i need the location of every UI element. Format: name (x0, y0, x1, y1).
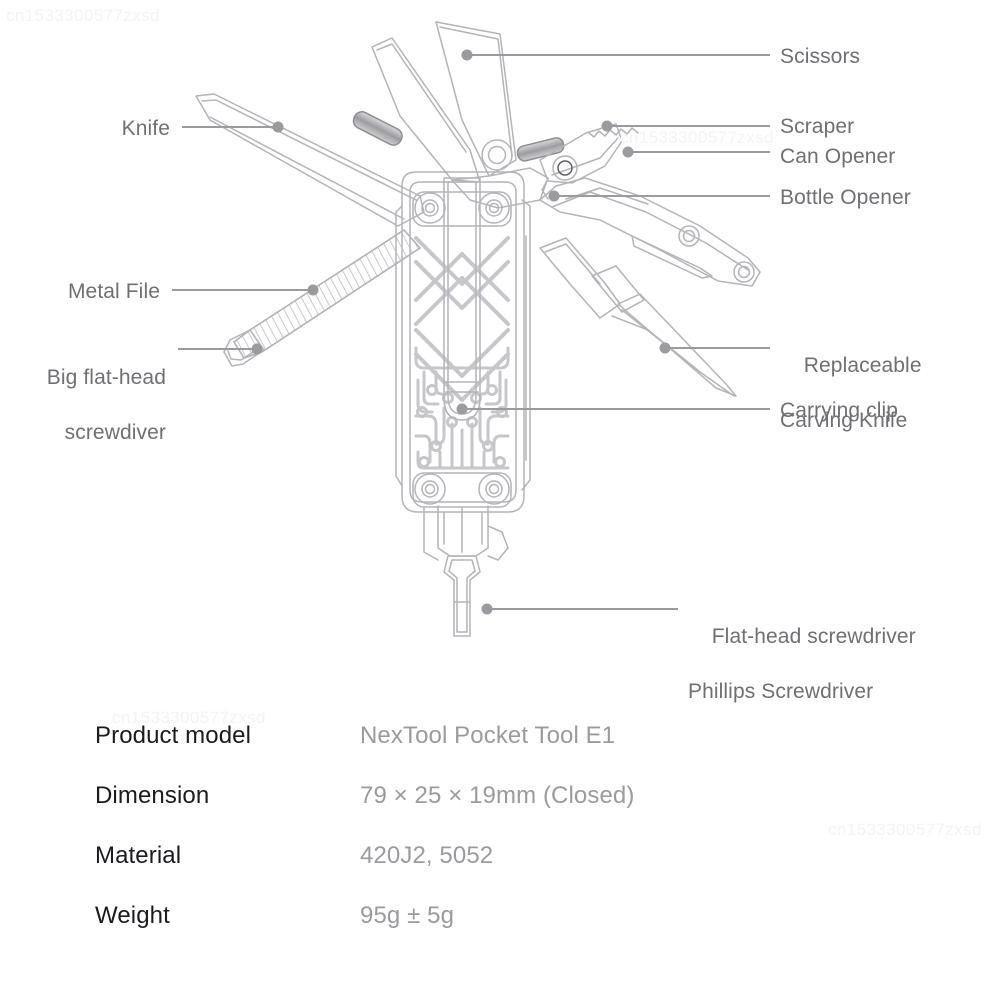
spec-value-material: 420J2, 5052 (360, 842, 494, 869)
callout-flat-head-phillips-screwdriver: Flat-head screwdriver Phillips Screwdriv… (688, 596, 916, 760)
leader-carrying-clip (456, 403, 770, 415)
leader-scraper (601, 120, 770, 132)
callout-flat-head-line2: Phillips Screwdriver (688, 679, 874, 703)
replaceable-carving-knife-tool (539, 237, 737, 397)
spec-row-weight: Weight 95g ± 5g (95, 902, 855, 962)
callout-big-flat-head-line1: Big flat-head (46, 366, 166, 390)
callout-scissors: Scissors (780, 45, 861, 68)
spec-key-material: Material (95, 842, 182, 869)
callout-leader-lines (172, 49, 770, 615)
callout-big-flat-head-screwdiver: Big flat-head screwdiver (0, 337, 166, 501)
body-circuit-pattern (414, 346, 510, 470)
tool-main-body (395, 171, 531, 561)
leader-scissors (461, 49, 770, 61)
callout-carving-knife-line1: Replaceable (803, 354, 922, 378)
spec-key-product-model: Product model (95, 722, 252, 749)
leader-flat-head-screwdriver (481, 603, 678, 615)
body-rivets-top (412, 191, 512, 227)
callout-carving-knife-line2: Carving Knife (780, 408, 908, 432)
callout-flat-head-line1: Flat-head screwdriver (711, 625, 916, 649)
spec-key-dimension: Dimension (95, 782, 210, 809)
spec-value-product-model: NexTool Pocket Tool E1 (360, 722, 616, 749)
leader-can-opener (622, 146, 770, 158)
flat-head-phillips-screwdriver-tool (443, 555, 481, 637)
specification-table: Product model NexTool Pocket Tool E1 Dim… (95, 722, 855, 962)
callout-knife: Knife (121, 117, 170, 140)
callout-replaceable-carving-knife: Replaceable Carving Knife (780, 325, 922, 489)
spec-value-dimension: 79 × 25 × 19mm (Closed) (360, 782, 635, 809)
callout-bottle-opener: Bottle Opener (780, 186, 911, 209)
spec-row-material: Material 420J2, 5052 (95, 842, 855, 902)
body-rivets-bottom (412, 472, 512, 508)
callout-carrying-clip: Carrying clip (780, 399, 898, 422)
callout-big-flat-head-line2: screwdiver (64, 420, 166, 444)
metal-file-tool (223, 229, 421, 367)
knife-tool (195, 93, 425, 227)
callout-can-opener: Can Opener (780, 145, 896, 168)
bottle-opener-tool (539, 155, 761, 287)
big-flat-head-screwdriver-tip (223, 329, 265, 367)
leader-big-flat-head-screwdiver (178, 343, 263, 355)
spec-key-weight: Weight (95, 902, 170, 929)
leader-knife (182, 121, 284, 133)
callout-scraper: Scraper (780, 115, 855, 138)
spec-row-product-model: Product model NexTool Pocket Tool E1 (95, 722, 855, 782)
spec-value-weight: 95g ± 5g (360, 902, 455, 929)
leader-carving-knife (659, 342, 770, 354)
spec-row-dimension: Dimension 79 × 25 × 19mm (Closed) (95, 782, 855, 842)
body-chevron-pattern (414, 236, 510, 402)
callout-metal-file: Metal File (67, 280, 160, 303)
leader-bottle-opener (548, 190, 770, 202)
carrying-clip (443, 177, 481, 421)
leader-metal-file (172, 284, 319, 296)
scraper-can-opener-tool (539, 123, 639, 184)
